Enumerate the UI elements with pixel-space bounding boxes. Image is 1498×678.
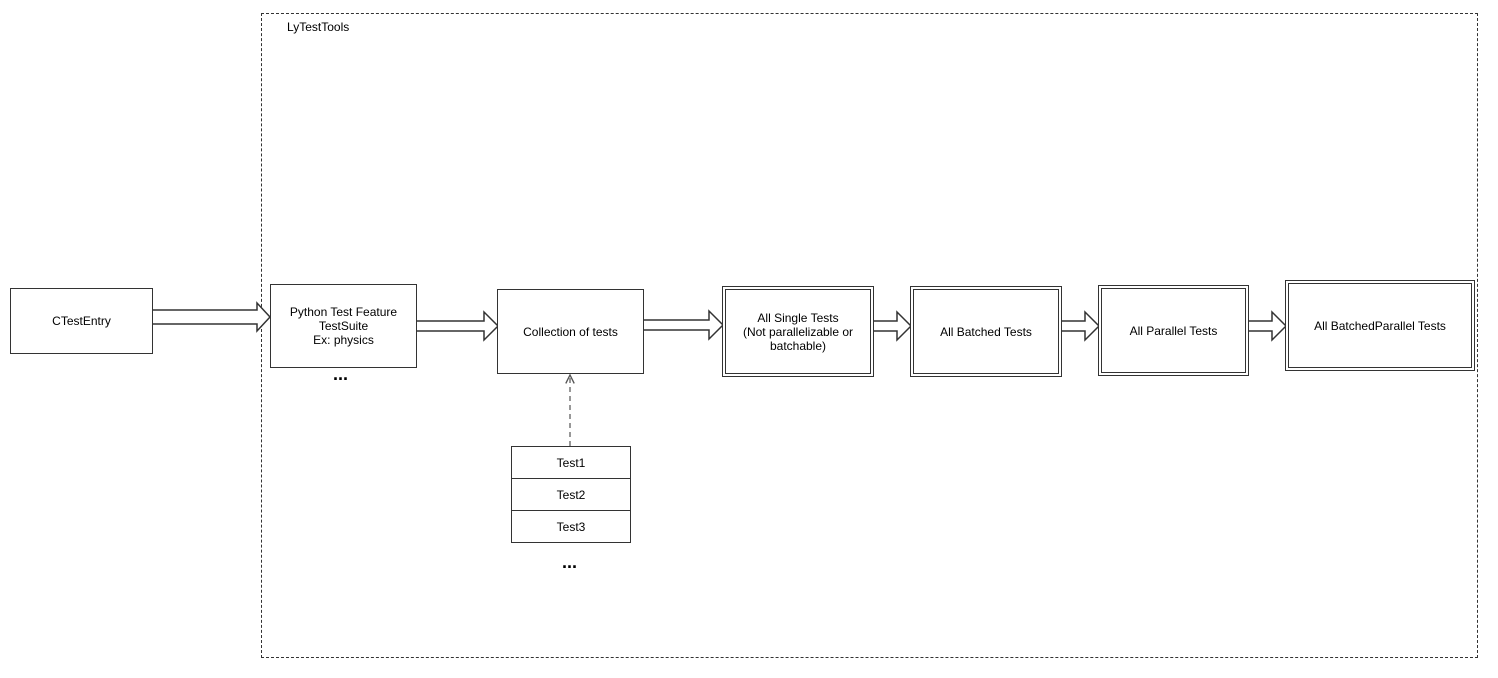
tests-ellipsis: ... [562, 552, 578, 572]
arrow-ctestentry-to-suite [151, 301, 272, 333]
collection-node: Collection of tests [497, 289, 644, 374]
arrow-collection-to-single [642, 309, 725, 341]
single-tests-node: All Single Tests (Not parallelizable or … [722, 286, 874, 377]
arrow-parallel-to-batchedparallel [1247, 310, 1288, 342]
arrow-single-to-batched [872, 310, 913, 342]
test-item: Test1 [511, 446, 631, 479]
container-label: LyTestTools [287, 20, 350, 34]
parallel-tests-node: All Parallel Tests [1098, 285, 1249, 376]
arrow-batched-to-parallel [1060, 310, 1101, 342]
feature-suite-node: Python Test Feature TestSuite Ex: physic… [270, 284, 417, 368]
batchedparallel-tests-node: All BatchedParallel Tests [1285, 280, 1475, 371]
ctestentry-node: CTestEntry [10, 288, 153, 354]
test-item: Test2 [511, 478, 631, 511]
arrow-suite-to-collection [415, 310, 500, 342]
test-item: Test3 [511, 510, 631, 543]
batched-tests-node: All Batched Tests [910, 286, 1062, 377]
lytesttools-container [261, 13, 1478, 658]
suite-ellipsis: ... [333, 364, 349, 384]
